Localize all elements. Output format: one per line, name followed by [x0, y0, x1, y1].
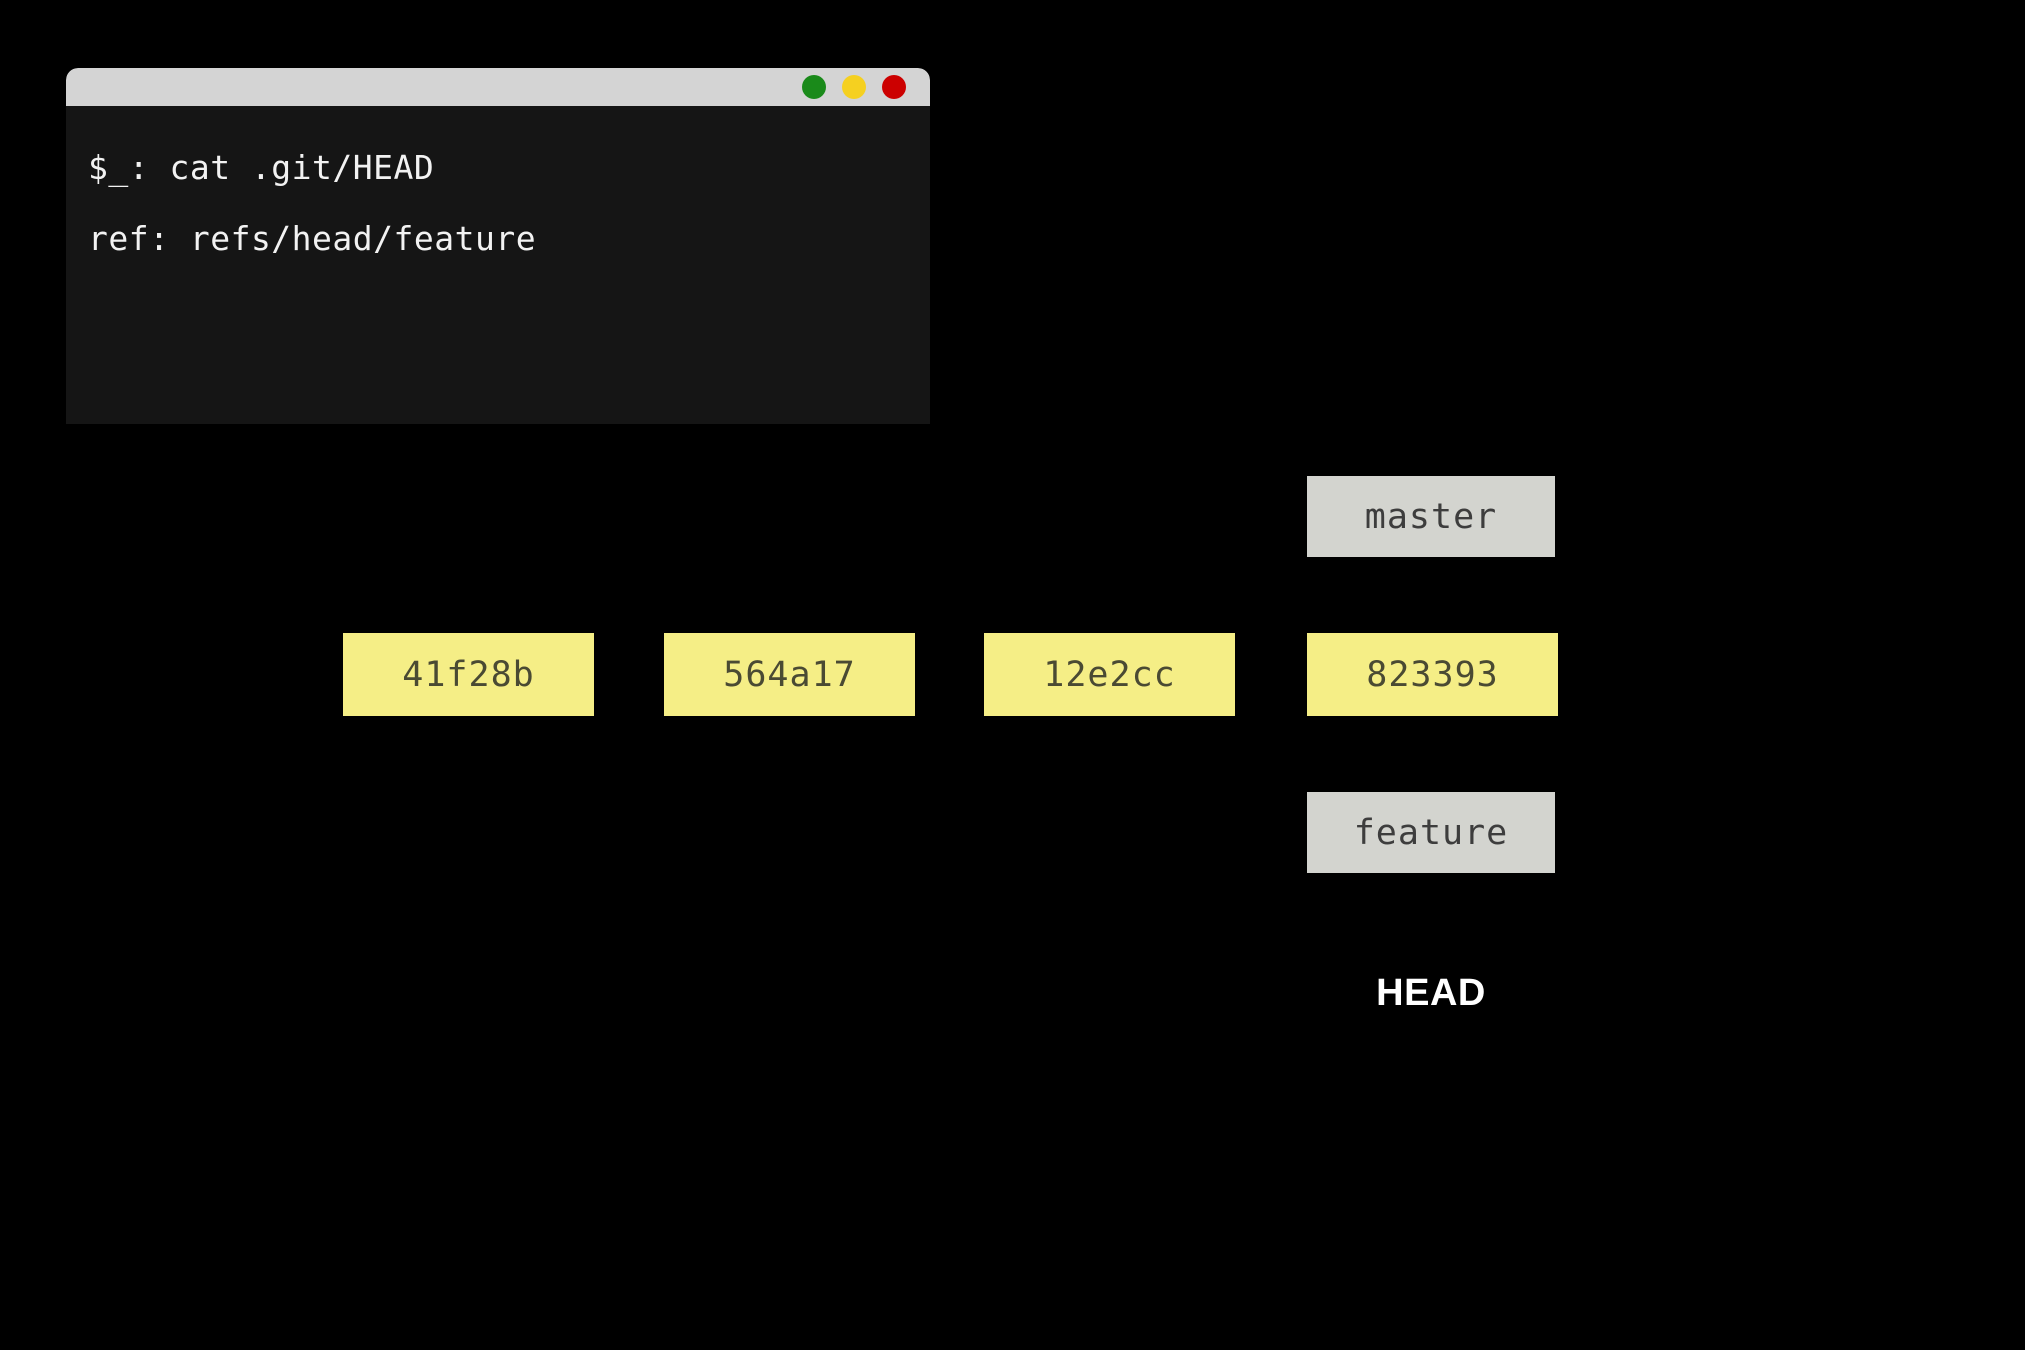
branch-label-feature[interactable]: feature [1307, 792, 1555, 873]
branch-label-master[interactable]: master [1307, 476, 1555, 557]
terminal-output-line: ref: refs/head/feature [88, 219, 537, 258]
terminal-command-line: $_: cat .git/HEAD [88, 148, 435, 187]
head-pointer-label: HEAD [1376, 972, 1486, 1014]
commit-node-564a17[interactable]: 564a17 [664, 633, 915, 716]
terminal-window: $_: cat .git/HEAD ref: refs/head/feature [66, 68, 930, 424]
commit-node-12e2cc[interactable]: 12e2cc [984, 633, 1235, 716]
terminal-body[interactable]: $_: cat .git/HEAD ref: refs/head/feature [66, 106, 930, 424]
window-close-red-icon[interactable] [882, 75, 906, 99]
window-minimize-green-icon[interactable] [802, 75, 826, 99]
commit-node-41f28b[interactable]: 41f28b [343, 633, 594, 716]
terminal-titlebar[interactable] [66, 68, 930, 106]
window-controls [802, 68, 906, 106]
commit-node-823393[interactable]: 823393 [1307, 633, 1558, 716]
window-maximize-yellow-icon[interactable] [842, 75, 866, 99]
